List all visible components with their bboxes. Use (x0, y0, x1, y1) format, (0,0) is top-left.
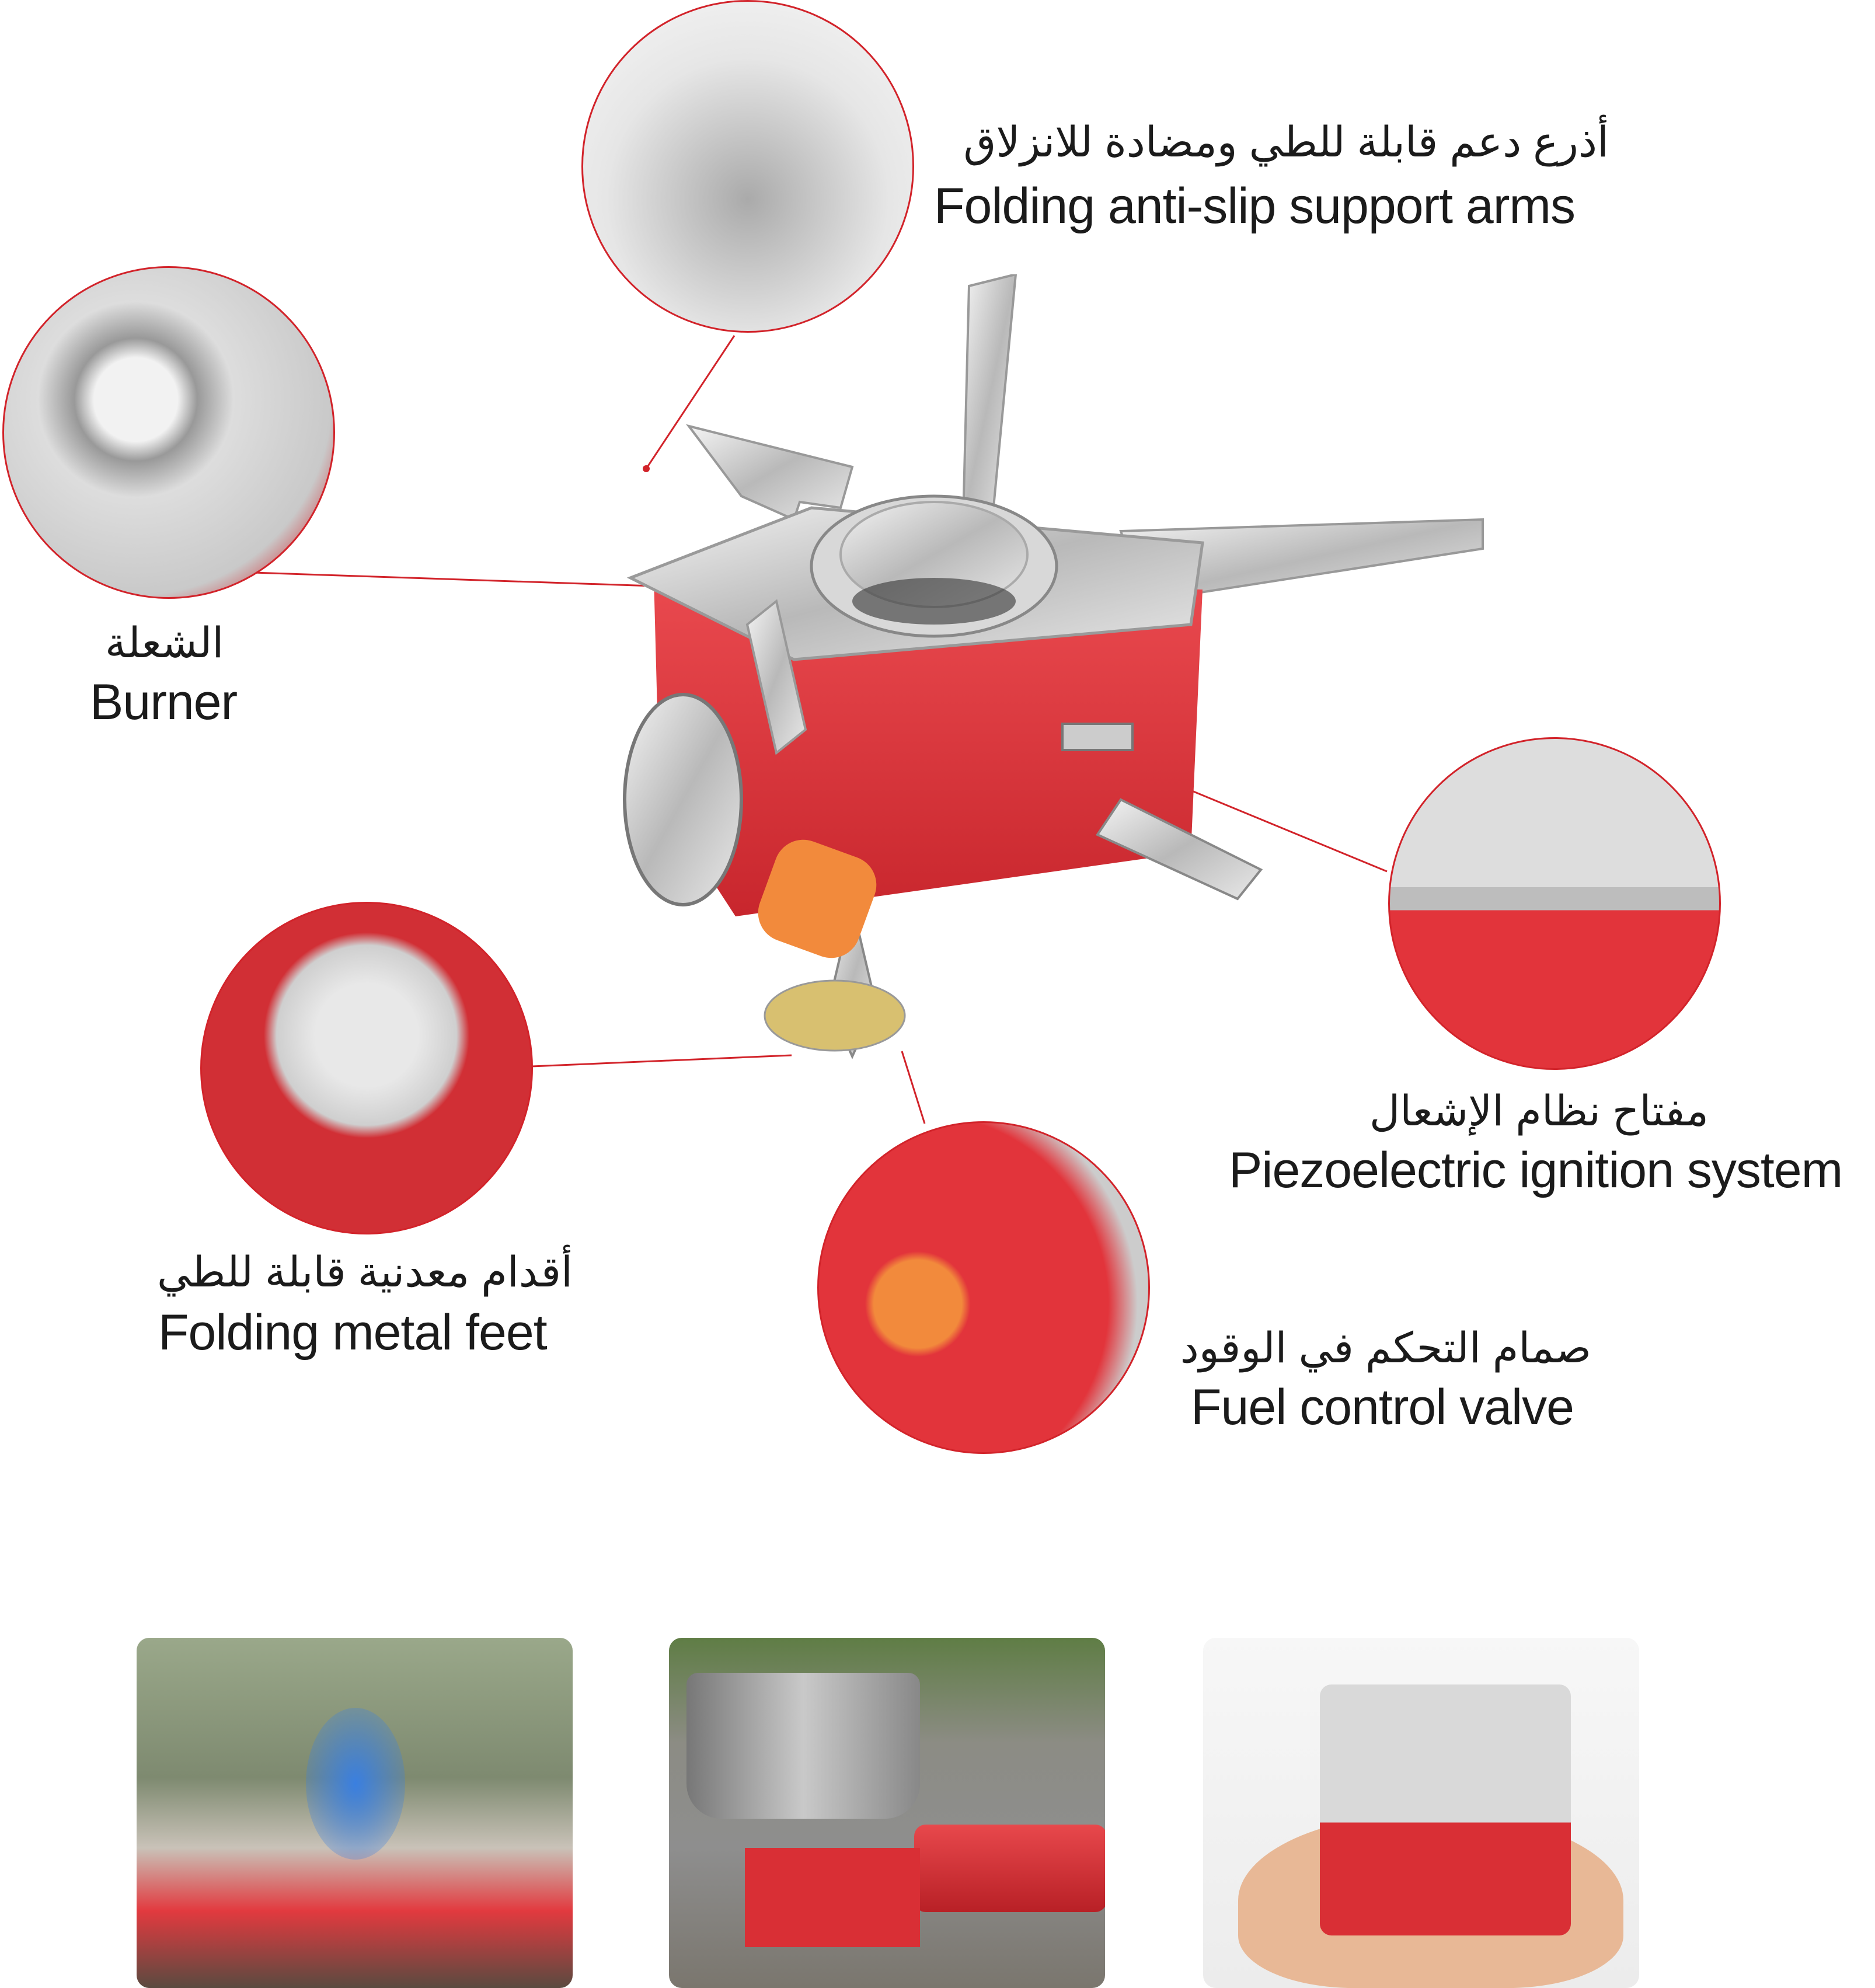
feet-detail-image (200, 902, 533, 1234)
support-arms-label-arabic: أذرع دعم قابلة للطي ومضادة للانزلاق (963, 119, 1609, 166)
valve-detail-image (817, 1121, 1150, 1454)
photo-stove-flame (137, 1638, 573, 1988)
support-arms-label: Folding anti-slip support arms (934, 178, 1576, 234)
valve-label-arabic: صمام التحكم في الوقود (1180, 1325, 1591, 1372)
burner-detail-image (2, 266, 335, 599)
photo-stove-in-hand (1203, 1638, 1639, 1988)
ignition-label: Piezoelectric ignition system (1229, 1142, 1843, 1198)
feet-label-arabic: أقدام معدنية قابلة للطي (157, 1249, 573, 1296)
stove-product-image (623, 274, 1484, 1059)
feet-label: Folding metal feet (158, 1305, 548, 1361)
flame (306, 1708, 405, 1860)
pot (686, 1673, 920, 1819)
stove-compact (1320, 1684, 1571, 1935)
burner-label-arabic: الشعلة (105, 620, 224, 667)
photo-stove-with-pot (669, 1638, 1105, 1988)
support-arms-detail-image (581, 0, 914, 333)
ignition-label-arabic: مفتاح نظام الإشعال (1369, 1088, 1709, 1135)
valve-label: Fuel control valve (1191, 1379, 1574, 1435)
stove-small (745, 1848, 920, 1947)
ignition-detail-image (1388, 737, 1721, 1070)
burner-label: Burner (90, 674, 238, 730)
gas-canister (914, 1825, 1105, 1912)
